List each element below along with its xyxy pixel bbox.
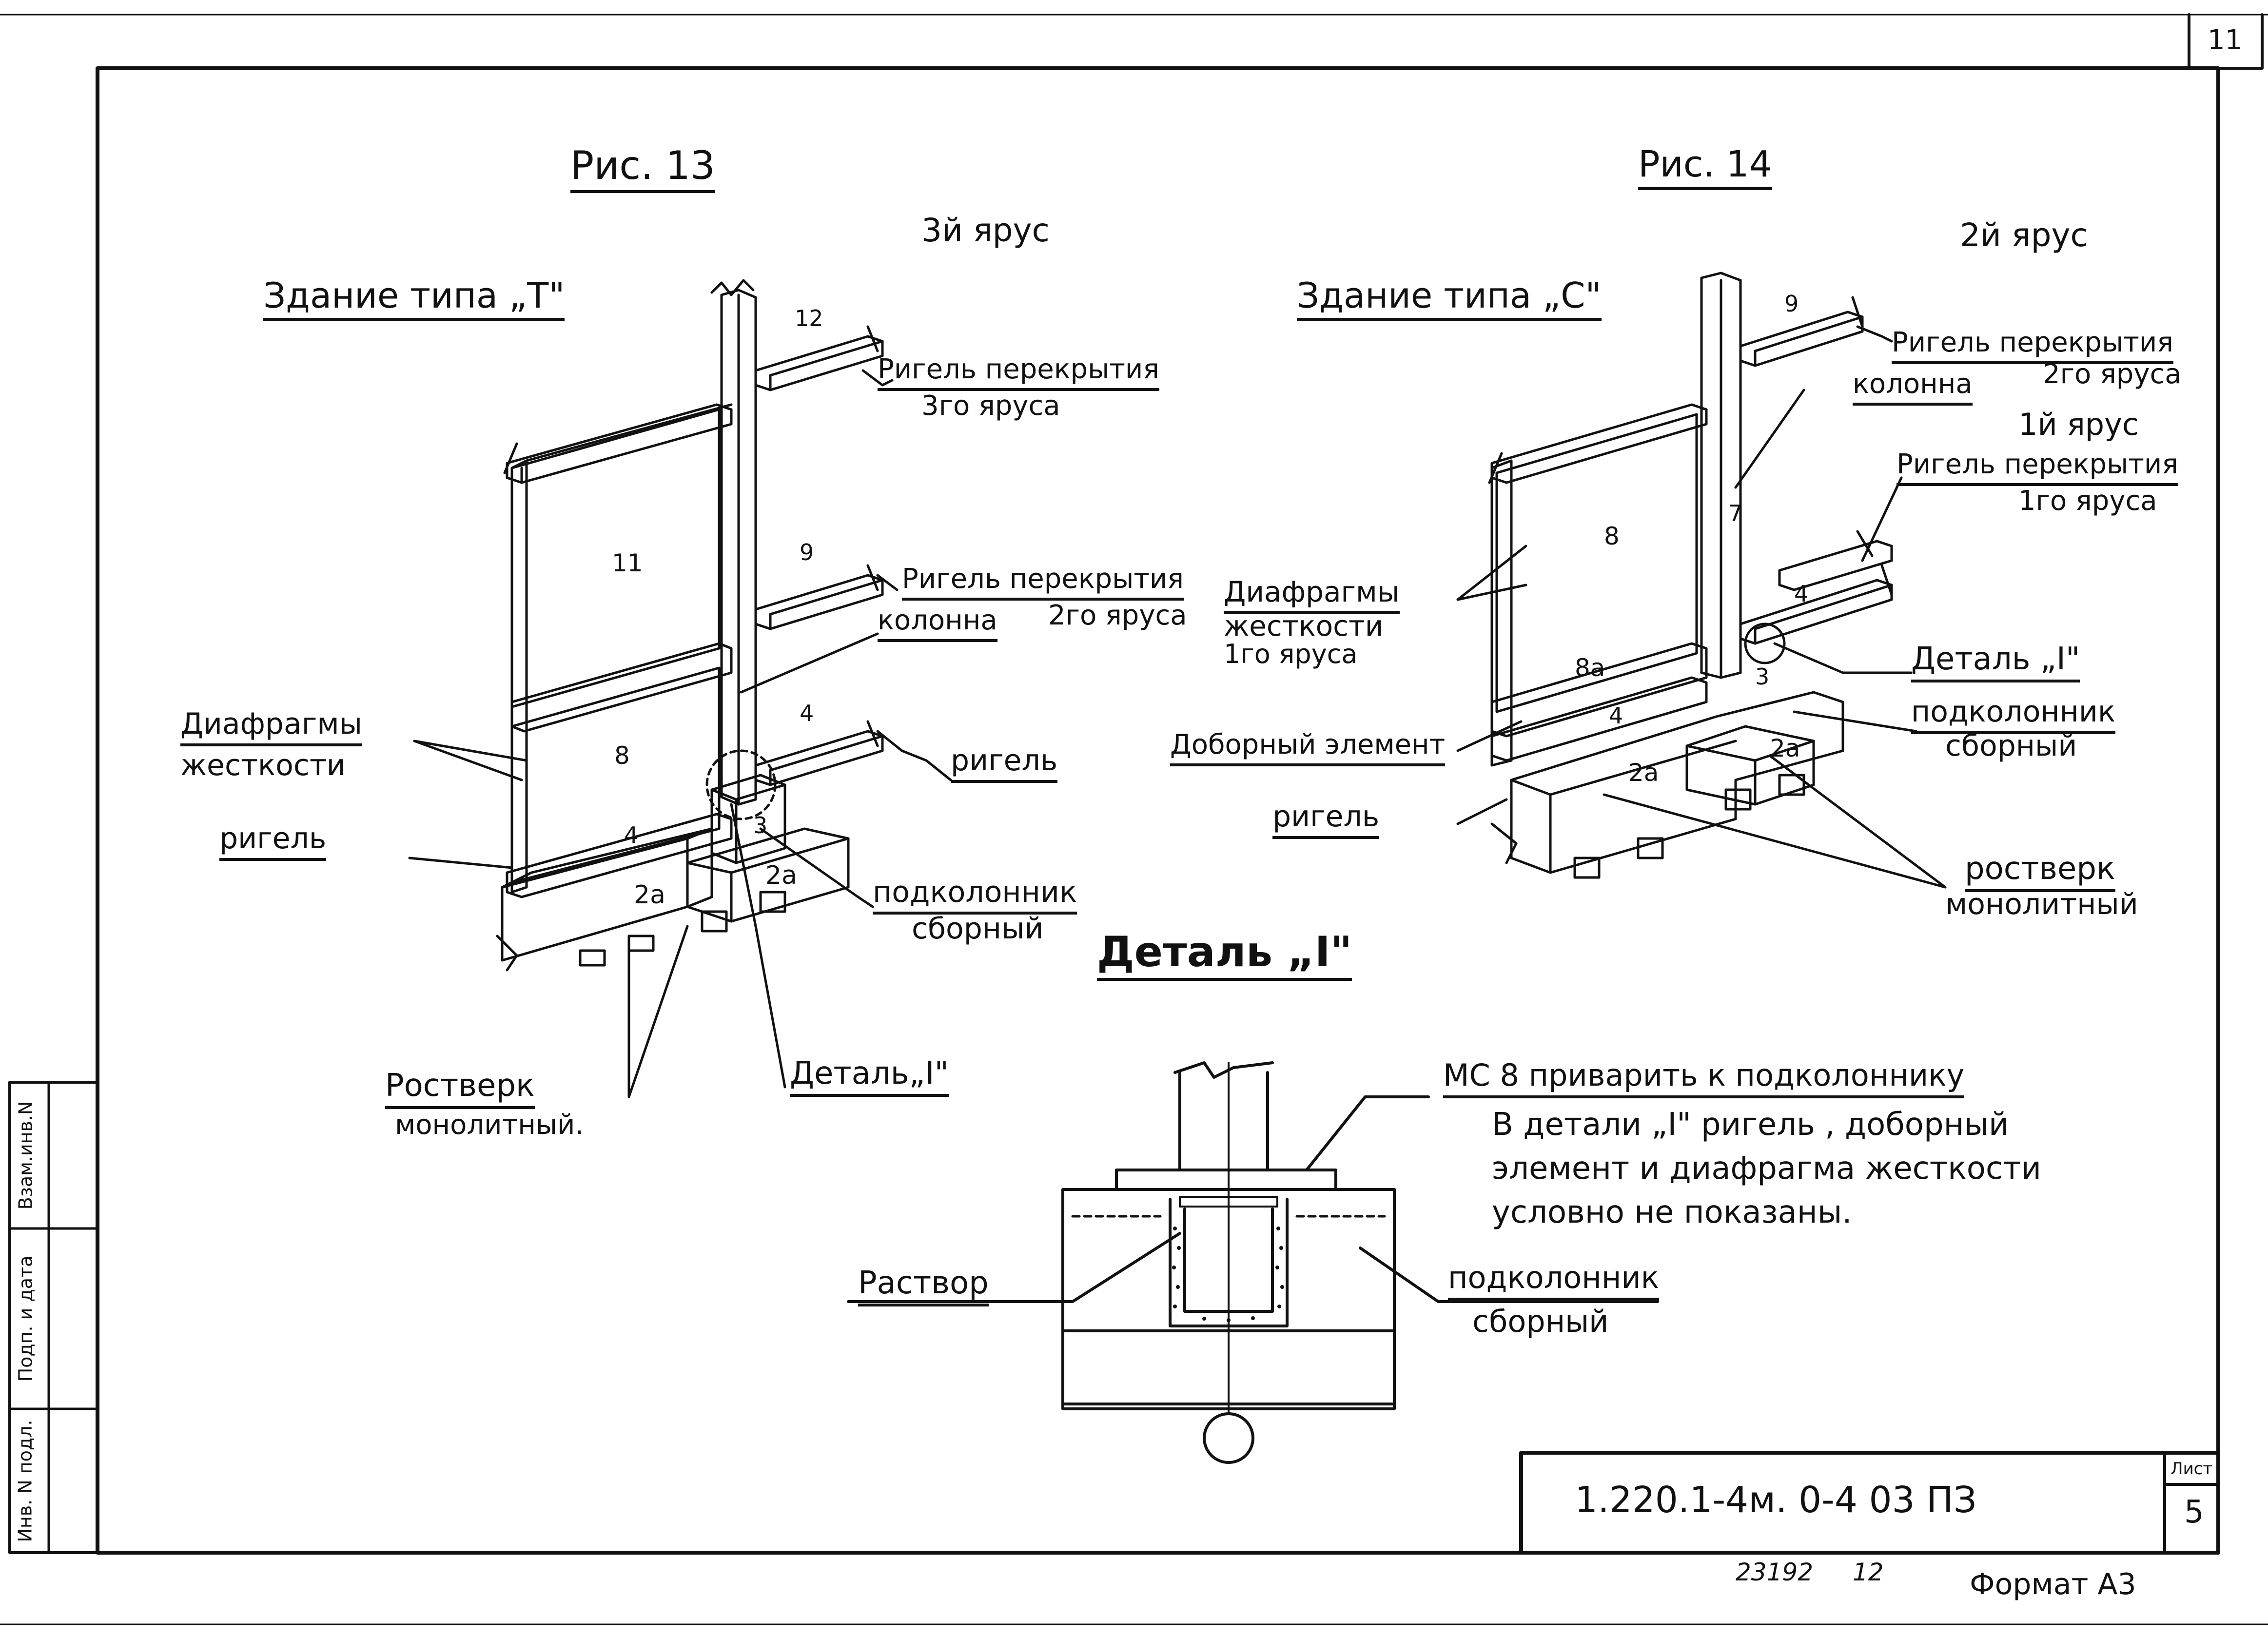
fig13-label-sborny: сборный bbox=[912, 912, 1044, 946]
detail-podkolonnik-label: подколонник bbox=[1448, 1263, 1660, 1301]
detail-title: Деталь „I" bbox=[1097, 931, 1352, 981]
fig14-label-rigel-perekr: Ригель перекрытия bbox=[1892, 329, 2173, 364]
fig14-isometric bbox=[1456, 272, 1947, 889]
fig14-label-rigel: ригель bbox=[1272, 802, 1380, 839]
fig14-label-kolonna: колонна bbox=[1853, 370, 1973, 406]
fig13-label-rigel-perekr: Ригель перекрытия bbox=[878, 356, 1159, 391]
fig14-label-rigel-perekr1: Ригель перекрытия bbox=[1897, 451, 2178, 486]
fig13-mark-footing-left: 2а bbox=[634, 880, 665, 910]
fig14-label-rostverk: ростверк bbox=[1965, 853, 2115, 892]
fig14-label-zhestkosti: жесткости bbox=[1224, 609, 1384, 643]
fig13-tier: 3й ярус bbox=[921, 212, 1050, 249]
corner-number: 11 bbox=[2208, 24, 2243, 56]
fig14-mark-beam-top: 9 bbox=[1784, 291, 1799, 317]
sheet-format: Формат А3 bbox=[1970, 1567, 2136, 1601]
fig13-label-rostverk: Ростверк bbox=[385, 1070, 535, 1109]
fig14-caption: Рис. 14 bbox=[1638, 146, 1772, 190]
stamp-code: 1.220.1-4м. 0-4 03 ПЗ bbox=[1575, 1479, 1977, 1521]
side-vzam-inv: Взам.инв.N bbox=[15, 1101, 36, 1210]
fig13-isometric bbox=[408, 279, 952, 1098]
fig14-label-rigel-perekr1-tier: 1го яруса bbox=[2018, 485, 2157, 517]
fig13-label-podkolonnik: подколонник bbox=[873, 877, 1077, 915]
detail-note-line2: элемент и диафрагма жесткости bbox=[1492, 1150, 2041, 1187]
fig13-label-diafragmy: Диафрагмы bbox=[180, 709, 362, 746]
fig13-label-zhestkosti: жесткости bbox=[180, 748, 346, 782]
fig13-label-monolitny: монолитный. bbox=[395, 1109, 584, 1141]
fig13-label-rigel-left: ригель bbox=[219, 824, 327, 861]
fig13-label-tier2: 2го яруса bbox=[1048, 600, 1187, 631]
fig14-mark-beam-mid: 4 bbox=[1794, 581, 1809, 607]
fig13-mark-beam-base: 4 bbox=[624, 822, 639, 848]
fig13-label-rigel-perekr-tier: 3го яруса bbox=[921, 390, 1060, 422]
side-stamp-block bbox=[8, 1081, 99, 1554]
fig14-building-type: Здание типа „С" bbox=[1297, 278, 1602, 321]
fig14-tier: 2й ярус bbox=[1960, 216, 2088, 254]
side-podp-data: Подп. и дата bbox=[15, 1255, 37, 1382]
fig14-label-sborny: сборный bbox=[1945, 729, 2077, 763]
fig13-mark-beam-mid: 9 bbox=[800, 539, 814, 565]
fig13-mark-beam-top: 12 bbox=[795, 305, 823, 331]
fig13-label-rigel-perekr2: Ригель перекрытия bbox=[902, 565, 1184, 601]
detail-note-line1: В детали „I" ригель , доборный bbox=[1492, 1107, 2009, 1143]
fig14-mark-panel-low: 8а bbox=[1575, 654, 1605, 682]
fig14-mark-beam-base: 4 bbox=[1609, 702, 1623, 729]
fig13-label-kolonna: колонна bbox=[878, 607, 997, 642]
fig14-label-diafragmy-tier: 1го яруса bbox=[1224, 639, 1358, 669]
fig13-label-rigel-right: ригель bbox=[951, 746, 1058, 783]
corner-number-box bbox=[2188, 13, 2264, 70]
detail-i-section bbox=[847, 1061, 1659, 1464]
bottom-number-right: 12 bbox=[1853, 1558, 1884, 1586]
mortar-dots bbox=[1172, 1227, 1284, 1322]
detail-note-line3: условно не показаны. bbox=[1492, 1194, 1852, 1230]
fig14-label-tier1: 1й ярус bbox=[2018, 407, 2139, 442]
fig14-mark-footing-right: 2а bbox=[1770, 734, 1800, 762]
fig13-mark-panel-top: 11 bbox=[612, 549, 643, 577]
detail-rastvor-label: Раствор bbox=[858, 1267, 989, 1306]
fig13-mark-column-base: 3 bbox=[753, 812, 768, 838]
detail-mc8-label: МС 8 приварить к подколоннику bbox=[1443, 1060, 1965, 1098]
fig14-label-monolitny: монолитный bbox=[1945, 887, 2138, 921]
fig14-label-rigel-perekr-tier: 2го яруса bbox=[2043, 358, 2182, 390]
fig14-mark-footing-left: 2а bbox=[1628, 759, 1659, 787]
side-inv-podl: Инв. N подл. bbox=[15, 1419, 37, 1542]
fig13-mark-beam-low: 4 bbox=[800, 700, 814, 726]
fig14-mark-panel: 8 bbox=[1604, 522, 1620, 550]
bottom-number-left: 23192 bbox=[1736, 1558, 1814, 1586]
fig13-caption: Рис. 13 bbox=[570, 146, 715, 193]
drawing-frame bbox=[96, 66, 2220, 1555]
fig13-label-detal: Деталь„I" bbox=[790, 1058, 949, 1097]
fig13-mark-footing-right: 2а bbox=[765, 861, 797, 890]
detail-sborny-label: сборный bbox=[1472, 1304, 1609, 1339]
fig14-label-detal: Деталь „I" bbox=[1911, 643, 2080, 682]
fig13-mark-panel-bottom: 8 bbox=[614, 741, 630, 770]
fig14-label-dobornyi: Доборный элемент bbox=[1170, 731, 1446, 766]
fig13-building-type: Здание типа „Т" bbox=[263, 278, 565, 321]
fig14-label-podkolonnik: подколонник bbox=[1911, 697, 2116, 734]
stamp-sheet-number: 5 bbox=[2184, 1494, 2204, 1530]
stamp-sheet-label: Лист bbox=[2170, 1459, 2213, 1479]
fig14-label-diafragmy: Диафрагмы bbox=[1224, 578, 1400, 614]
fig14-mark-column: 7 bbox=[1728, 500, 1743, 526]
title-block bbox=[1519, 1451, 2220, 1555]
fig14-mark-column-base: 3 bbox=[1755, 663, 1770, 690]
